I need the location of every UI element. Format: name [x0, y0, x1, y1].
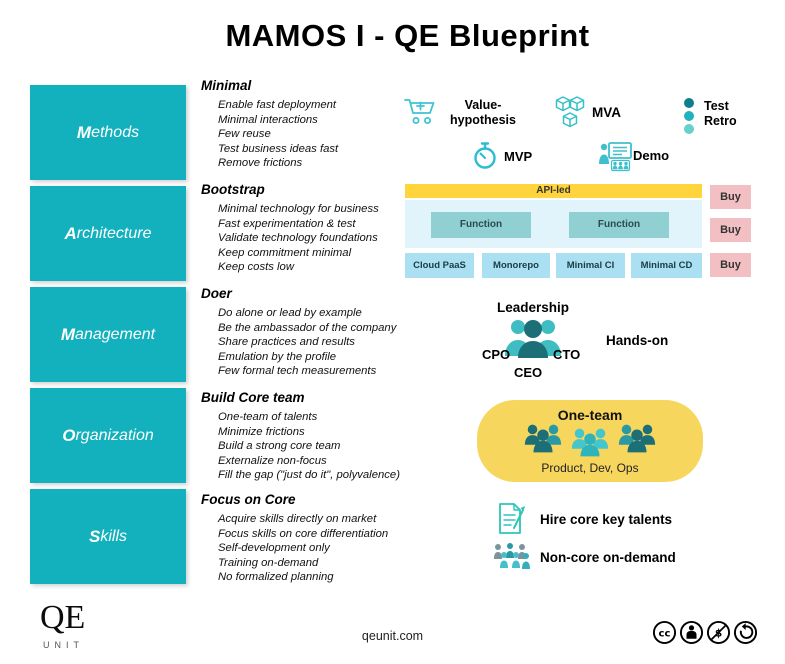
section-item: Build a strong core team	[218, 440, 341, 453]
cc-icon: cc	[652, 620, 677, 645]
qe-unit-logo: QE	[40, 599, 86, 636]
section-item: Validate technology foundations	[218, 232, 378, 245]
buy-badge: Buy	[710, 185, 751, 209]
section-item: One-team of talents	[218, 411, 318, 423]
section-item: Fill the gap ("just do it", polyvalence)	[218, 469, 400, 482]
pillar-label: rganization	[75, 426, 154, 444]
section-heading: Focus on Core	[201, 492, 296, 507]
section-heading: Doer	[201, 286, 232, 301]
cpo-label: CPO	[482, 347, 511, 362]
section-item: Share practices and results	[218, 336, 355, 349]
section-item: Test business ideas fast	[218, 142, 339, 155]
creative-commons-icons: cc $	[652, 620, 758, 645]
pillar-label: ethods	[91, 123, 140, 141]
one-team-heading: One-team	[557, 407, 623, 423]
pillar-initial: M	[60, 324, 76, 344]
leadership-team-icon	[501, 316, 565, 360]
function-box: Function	[431, 212, 531, 238]
section-doer: Doer Do alone or lead by example Be the …	[201, 286, 413, 379]
section-minimal: Minimal Enable fast deployment Minimal i…	[201, 78, 413, 171]
section-item: Externalize non-focus	[218, 454, 327, 467]
section-item: Fast experimentation & test	[218, 217, 356, 230]
section-item: Do alone or lead by example	[218, 307, 362, 319]
section-focus-on-core: Focus on Core Acquire skills directly on…	[201, 492, 413, 585]
section-item: Minimal technology for business	[218, 203, 379, 215]
test-retro-label: Test Retro	[704, 99, 737, 128]
hands-on-label: Hands-on	[606, 333, 669, 348]
one-team-box: One-team Product, Dev, Ops	[477, 400, 703, 482]
cc-nc-icon: $	[706, 620, 731, 645]
foundation-box-monorepo: Monorepo	[482, 253, 550, 278]
section-item: Remove frictions	[218, 157, 303, 170]
document-pen-icon	[496, 501, 526, 535]
cubes-icon	[552, 95, 588, 131]
section-item: Keep costs low	[218, 261, 294, 274]
demo-label: Demo	[633, 148, 670, 163]
team-group-icon	[618, 424, 656, 453]
section-item: Enable fast deployment	[218, 99, 337, 111]
section-item: Minimal interactions	[218, 113, 318, 126]
website-url: qeunit.com	[361, 629, 424, 643]
section-bootstrap: Bootstrap Minimal technology for busines…	[201, 182, 413, 275]
cc-by-icon	[679, 620, 704, 645]
one-team-groups	[477, 421, 703, 461]
foundation-box-minimal-ci: Minimal CI	[556, 253, 625, 278]
buy-badge: Buy	[710, 253, 751, 277]
section-item: Minimize frictions	[218, 425, 305, 438]
pillar-initial: A	[64, 223, 77, 243]
retro-dots-icon	[683, 97, 695, 137]
section-item: Be the ambassador of the company	[218, 321, 397, 334]
svg-text:cc: cc	[659, 628, 671, 639]
qe-unit-logo-sub: UNIT	[43, 640, 84, 650]
section-item: Emulation by the profile	[218, 350, 337, 363]
section-item: Few formal tech measurements	[218, 365, 377, 378]
team-group-icon	[524, 424, 562, 453]
mvp-label: MVP	[504, 149, 533, 164]
team-group-icon	[571, 428, 609, 457]
section-heading: Bootstrap	[201, 182, 265, 197]
stopwatch-icon	[472, 141, 498, 171]
section-heading: Minimal	[201, 78, 252, 93]
cc-sa-icon	[733, 620, 758, 645]
pillar-initial: M	[76, 122, 92, 142]
buy-badge: Buy	[710, 218, 751, 242]
one-team-caption: Product, Dev, Ops	[541, 461, 639, 475]
function-box: Function	[569, 212, 669, 238]
page-title: MAMOS I - QE Blueprint	[225, 18, 590, 53]
section-build-core-team: Build Core team One-team of talents Mini…	[201, 390, 413, 483]
section-item: Few reuse	[218, 128, 271, 141]
section-heading: Build Core team	[201, 390, 305, 405]
section-item: Self-development only	[218, 542, 330, 555]
pillar-initial: O	[62, 425, 76, 445]
pillar-initial: S	[88, 526, 101, 546]
value-hypothesis-label: Value- hypothesis	[450, 98, 516, 127]
pillar-label: anagement	[75, 325, 156, 343]
ceo-label: CEO	[514, 365, 543, 380]
pillar-label: rchitecture	[76, 224, 152, 242]
shopping-cart-icon	[403, 96, 439, 126]
hire-core-label: Hire core key talents	[540, 512, 673, 527]
crowd-icon	[491, 541, 531, 571]
foundation-box-cloud-paas: Cloud PaaS	[405, 253, 474, 278]
section-item: Acquire skills directly on market	[218, 513, 377, 525]
section-item: Training on-demand	[218, 556, 319, 569]
pillar-label: kills	[100, 527, 127, 545]
non-core-label: Non-core on-demand	[540, 550, 676, 565]
leadership-heading: Leadership	[496, 300, 570, 315]
cto-label: CTO	[553, 347, 581, 362]
section-item: Keep commitment minimal	[218, 246, 352, 259]
mva-label: MVA	[592, 105, 621, 120]
section-item: Focus skills on core differentiation	[218, 527, 389, 540]
foundation-box-minimal-cd: Minimal CD	[631, 253, 702, 278]
demo-presentation-icon	[596, 140, 634, 172]
api-led-bar: API-led	[405, 184, 702, 198]
section-item: No formalized planning	[218, 571, 334, 584]
